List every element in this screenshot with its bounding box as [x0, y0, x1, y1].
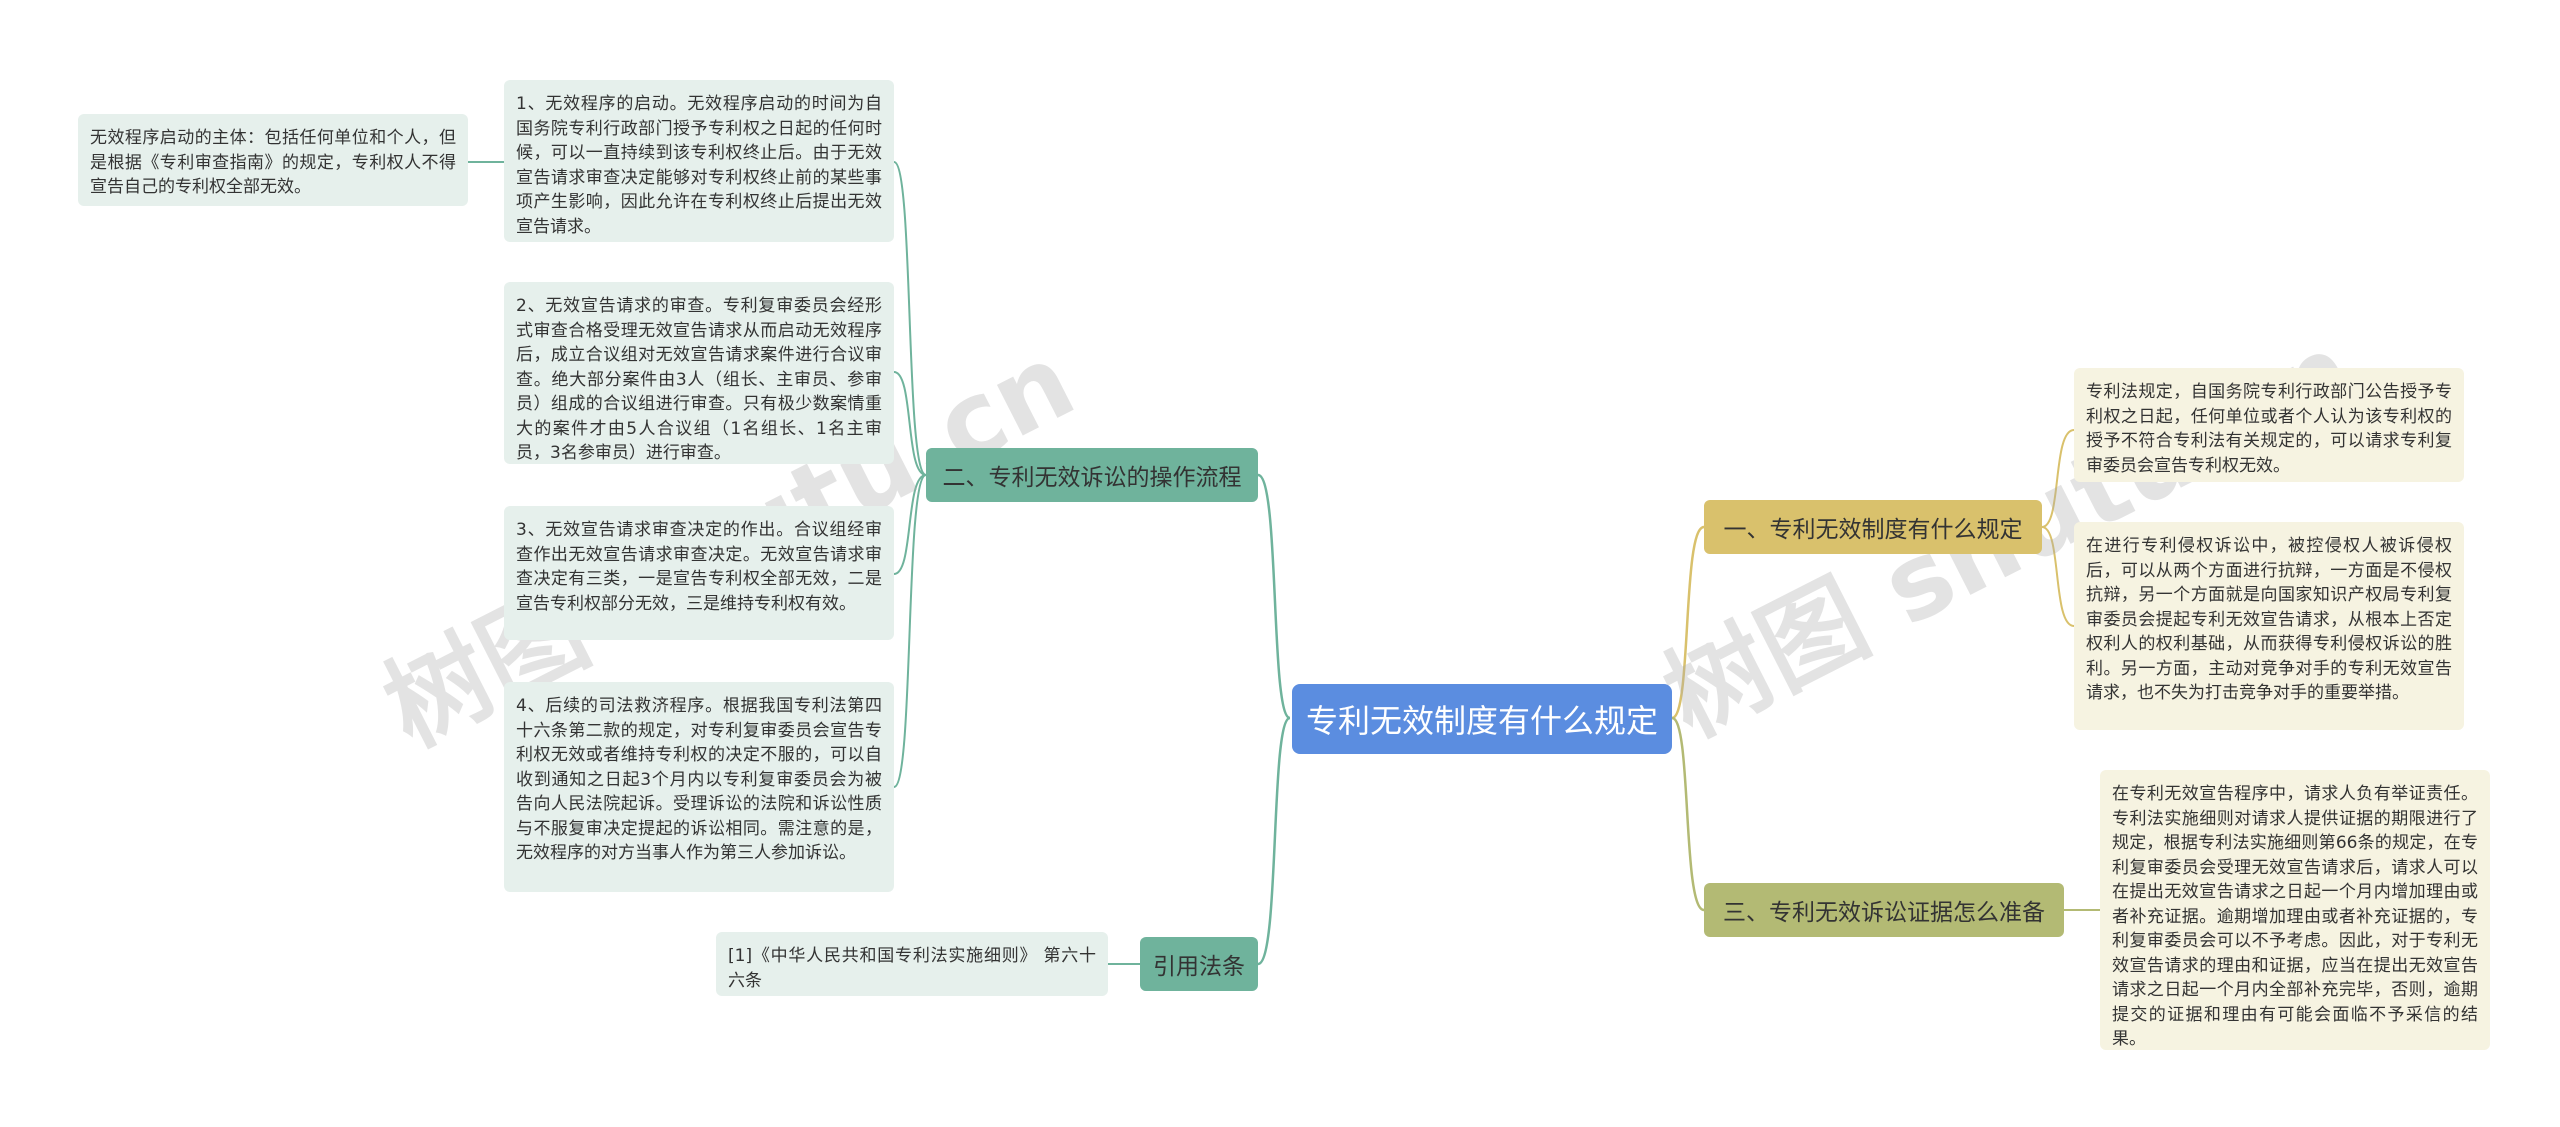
link-flow-leaf-1 — [893, 161, 927, 476]
link-root-right-1 — [1671, 525, 1705, 720]
root-node[interactable]: 专利无效制度有什么规定 — [1292, 684, 1672, 754]
link-flow-leaf-2 — [893, 371, 927, 476]
leaf-regulation-2: 在进行专利侵权诉讼中，被控侵权人被诉侵权后，可以从两个方面进行抗辩，一方面是不侵… — [2074, 522, 2464, 730]
leaf-step-4: 4、后续的司法救济程序。根据我国专利法第四十六条第二款的规定，对专利复审委员会宣… — [504, 682, 894, 892]
link-flow-leaf-4 — [893, 474, 927, 788]
link-r1-leaf-1 — [2041, 429, 2075, 528]
leaf-evidence: 在专利无效宣告程序中，请求人负有举证责任。专利法实施细则对请求人提供证据的期限进… — [2100, 770, 2490, 1050]
branch-cited-law[interactable]: 引用法条 — [1140, 937, 1258, 991]
leaf-step-1: 1、无效程序的启动。无效程序启动的时间为自国务院专利行政部门授予专利权之日起的任… — [504, 80, 894, 242]
branch-evidence[interactable]: 三、专利无效诉讼证据怎么准备 — [1704, 883, 2064, 937]
branch-operation-flow[interactable]: 二、专利无效诉讼的操作流程 — [926, 448, 1258, 502]
link-root-left-law — [1257, 716, 1292, 966]
leaf-step-2: 2、无效宣告请求的审查。专利复审委员会经形式审查合格受理无效宣告请求从而启动无效… — [504, 282, 894, 464]
leaf-step-3: 3、无效宣告请求审查决定的作出。合议组经审查作出无效宣告请求审查决定。无效宣告请… — [504, 506, 894, 640]
link-flow-leaf-3 — [893, 474, 927, 575]
link-root-right-3 — [1671, 716, 1705, 912]
leaf-regulation-1: 专利法规定，自国务院专利行政部门公告授予专利权之日起，任何单位或者个人认为该专利… — [2074, 368, 2464, 482]
link-r1-leaf-2 — [2041, 526, 2075, 627]
leaf-subject: 无效程序启动的主体：包括任何单位和个人，但是根据《专利审查指南》的规定，专利权人… — [78, 114, 468, 206]
leaf-law-reference: [1]《中华人民共和国专利法实施细则》 第六十六条 — [716, 932, 1108, 996]
link-root-left-flow — [1257, 473, 1291, 720]
branch-regulation[interactable]: 一、专利无效制度有什么规定 — [1704, 500, 2042, 554]
